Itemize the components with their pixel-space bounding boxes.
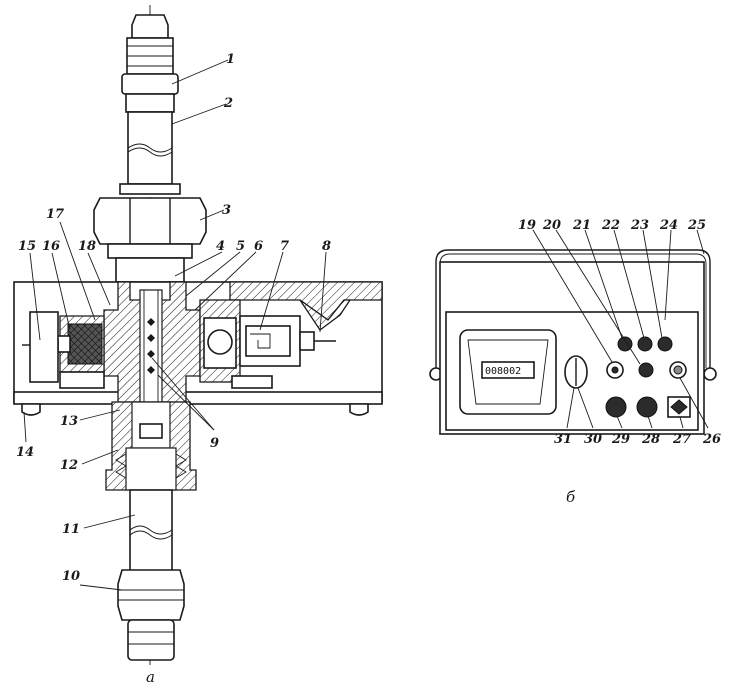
label-3: 3 <box>222 203 231 218</box>
label-5: 5 <box>236 239 245 254</box>
top-fitting <box>121 14 179 113</box>
label-2: 2 <box>223 96 233 111</box>
left-insert <box>22 311 105 389</box>
label-21: 21 <box>572 218 591 233</box>
label-18: 18 <box>78 239 96 254</box>
label-16: 16 <box>42 239 60 254</box>
label-11: 11 <box>62 522 80 537</box>
label-14: 14 <box>16 445 34 460</box>
label-12: 12 <box>60 458 78 473</box>
middle-row-controls <box>606 361 687 379</box>
label-24: 24 <box>659 218 678 233</box>
upper-pipe <box>119 111 181 195</box>
label-26: 26 <box>702 432 721 447</box>
label-13: 13 <box>60 414 78 429</box>
label-29: 29 <box>611 432 630 447</box>
figure-a-caption: а <box>146 668 155 686</box>
label-6: 6 <box>254 239 263 254</box>
label-15: 15 <box>18 239 36 254</box>
label-7: 7 <box>280 239 289 254</box>
label-17: 17 <box>46 207 64 222</box>
label-20: 20 <box>542 218 561 233</box>
label-27: 27 <box>672 432 691 447</box>
label-8: 8 <box>322 239 331 254</box>
right-assembly <box>199 299 336 389</box>
rotary-switch <box>564 355 588 389</box>
label-1: 1 <box>226 52 235 67</box>
label-25: 25 <box>687 218 706 233</box>
label-19: 19 <box>518 218 536 233</box>
figure-a-leaders <box>23 59 327 591</box>
label-23: 23 <box>630 218 649 233</box>
figure-b-leaders <box>532 229 709 429</box>
figure-b-panel: 008002 <box>429 218 721 506</box>
lower-neck <box>105 401 197 491</box>
upper-buttons <box>617 336 673 352</box>
lower-nut <box>117 569 185 661</box>
figure-b-caption: б <box>566 488 576 506</box>
label-28: 28 <box>641 432 660 447</box>
hex-nut <box>93 197 207 283</box>
bottom-row-controls <box>605 396 691 418</box>
figure-a-sensor-section: 1 2 3 4 5 6 7 8 9 10 11 12 13 14 15 16 1… <box>13 5 383 686</box>
label-30: 30 <box>584 432 602 447</box>
label-31: 31 <box>554 432 572 447</box>
central-body <box>103 281 201 403</box>
counter-window: 008002 <box>459 329 557 415</box>
label-4: 4 <box>216 239 225 254</box>
counter-display: 008002 <box>485 366 521 377</box>
label-10: 10 <box>62 569 80 584</box>
label-22: 22 <box>601 218 620 233</box>
label-9: 9 <box>210 436 219 451</box>
